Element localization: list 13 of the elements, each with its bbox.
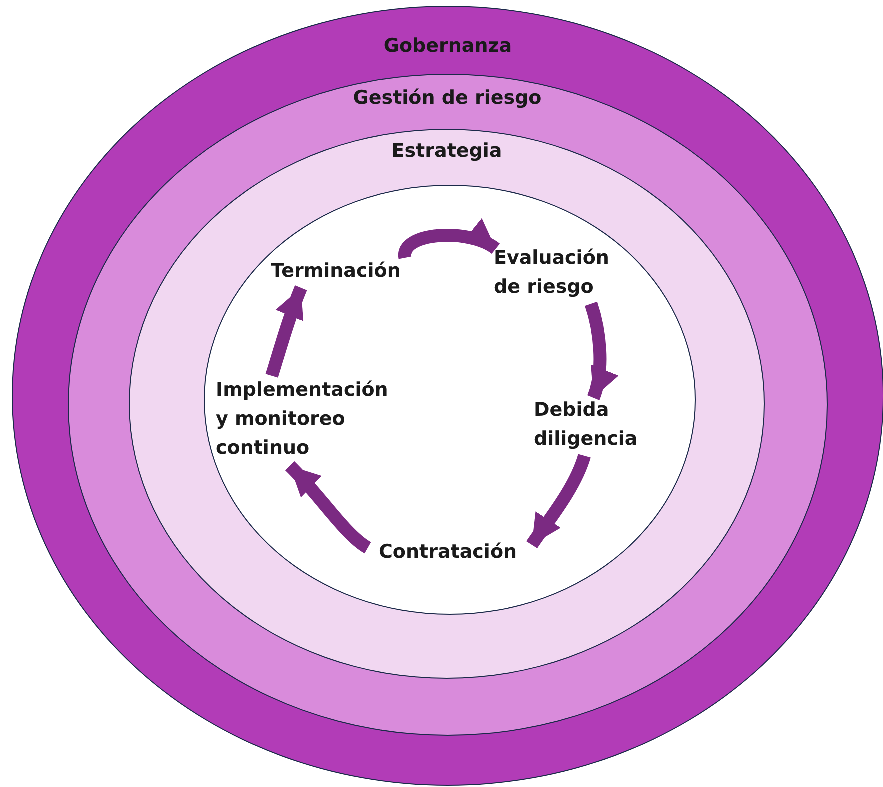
ring-label: Gestión de riesgo	[352, 86, 543, 108]
curved-arrow	[585, 302, 618, 400]
step-label: Debida diligencia	[534, 396, 662, 454]
curved-arrow	[285, 461, 372, 554]
ring-label: Estrategia	[390, 140, 504, 162]
step-label: Terminación	[256, 256, 416, 286]
step-label: Contratación	[366, 537, 530, 567]
curved-arrow	[266, 286, 308, 378]
step-label: Evaluación de riesgo	[494, 244, 634, 302]
step-label: Implementación y monitoreo continuo	[216, 374, 396, 464]
curved-arrow	[526, 454, 591, 549]
ring-label: Gobernanza	[382, 35, 514, 57]
curved-arrow	[398, 220, 500, 258]
